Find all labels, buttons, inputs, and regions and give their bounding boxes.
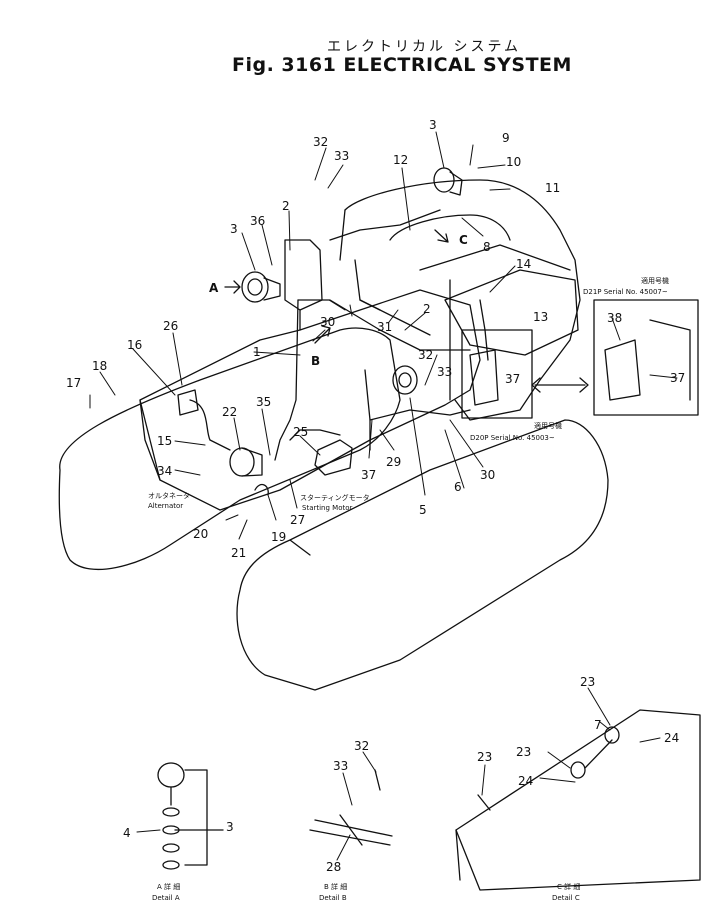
- part-number: 4: [123, 826, 131, 840]
- part-number: 12: [393, 153, 408, 167]
- d20p-detail-box: [461, 329, 533, 419]
- detail-c-caption-jp: C 詳 細: [557, 882, 580, 891]
- part-number: 2: [423, 302, 431, 316]
- detail-a-caption: Detail A: [152, 894, 180, 902]
- machine-body: [58, 179, 609, 691]
- part-number: 15: [157, 434, 172, 448]
- part-number: 32: [418, 348, 433, 362]
- part-number: 23: [580, 675, 595, 689]
- part-number: 29: [386, 455, 401, 469]
- detail-b-caption-jp: B 詳 細: [324, 882, 347, 891]
- part-number-labels: 1 2 2 3 3 3 4 5 6 7 8 9 10 11 12 13 14 1…: [66, 118, 685, 902]
- part-number: 24: [664, 731, 679, 745]
- detail-a-drawing: [157, 762, 224, 870]
- part-number: 25: [293, 425, 308, 439]
- part-number: 11: [545, 181, 560, 195]
- alternator-label: Alternator: [148, 502, 183, 510]
- part-number: 3: [226, 820, 234, 834]
- part-number: 30: [480, 468, 495, 482]
- part-number: 8: [483, 240, 491, 254]
- part-number: 32: [313, 135, 328, 149]
- starting-motor-label-jp: スターティングモータ: [300, 493, 370, 502]
- part-number: 10: [506, 155, 521, 169]
- part-number: 17: [66, 376, 81, 390]
- part-number: 3: [230, 222, 238, 236]
- part-number: 21: [231, 546, 246, 560]
- part-number: 37: [505, 372, 520, 386]
- part-number: 30: [320, 315, 335, 329]
- d21p-serial-label-jp: 適用号機: [641, 276, 669, 285]
- d21p-detail-box: [593, 299, 699, 416]
- part-number: 6: [454, 480, 462, 494]
- alternator-label-jp: オルタネータ: [148, 491, 190, 500]
- part-number: 18: [92, 359, 107, 373]
- part-number: 37: [361, 468, 376, 482]
- part-number: 22: [222, 405, 237, 419]
- part-number: 1: [253, 345, 261, 359]
- starting-motor: [314, 439, 353, 476]
- figure-title: Fig. 3161 ELECTRICAL SYSTEM: [232, 54, 572, 76]
- detail-c-caption: Detail C: [552, 894, 580, 902]
- detail-a-caption-jp: A 詳 細: [157, 882, 180, 891]
- part-number: 33: [437, 365, 452, 379]
- part-number: 33: [334, 149, 349, 163]
- relay-left: [177, 389, 199, 416]
- alternator: [229, 447, 263, 477]
- part-number: 26: [163, 319, 178, 333]
- d20p-serial-label-jp: 適用号機: [534, 421, 562, 430]
- part-number: 19: [271, 530, 286, 544]
- interchange-arrow: [531, 377, 589, 393]
- detail-arrows: [224, 229, 449, 344]
- part-number: 9: [502, 131, 510, 145]
- part-number: 36: [250, 214, 265, 228]
- detail-b-caption: Detail B: [319, 894, 347, 902]
- part-number: 38: [607, 311, 622, 325]
- part-number: 20: [193, 527, 208, 541]
- starting-motor-label: Starting Motor: [302, 504, 352, 512]
- d21p-serial-label: D21P Serial No. 45007~: [583, 288, 668, 296]
- horn-center: [392, 365, 418, 395]
- part-number: 3: [429, 118, 437, 132]
- part-number: 16: [127, 338, 142, 352]
- horn-left: [241, 271, 281, 303]
- detail-arrow-label: C: [459, 233, 468, 247]
- leader-lines: [89, 131, 678, 861]
- part-number: 13: [533, 310, 548, 324]
- part-number: 24: [518, 774, 533, 788]
- part-number: 28: [326, 860, 341, 874]
- detail-arrow-label: A: [209, 281, 219, 295]
- detail-arrow-label: B: [311, 354, 320, 368]
- part-number: 27: [290, 513, 305, 527]
- part-number: 32: [354, 739, 369, 753]
- detail-b-drawing: [309, 769, 393, 846]
- wiring-harness: [189, 209, 489, 496]
- part-number: 31: [377, 320, 392, 334]
- part-number: 5: [419, 503, 427, 517]
- part-number: 34: [157, 464, 172, 478]
- part-number: 23: [477, 750, 492, 764]
- part-number: 14: [516, 257, 531, 271]
- title-japanese: エレクトリカル システム: [327, 39, 522, 55]
- part-number: 33: [333, 759, 348, 773]
- part-number: 37: [670, 371, 685, 385]
- part-number: 35: [256, 395, 271, 409]
- switch-block: [469, 349, 499, 406]
- d20p-serial-label: D20P Serial No. 45003~: [470, 434, 555, 442]
- part-number: 7: [594, 718, 602, 732]
- part-number: 23: [516, 745, 531, 759]
- part-number: 2: [282, 199, 290, 213]
